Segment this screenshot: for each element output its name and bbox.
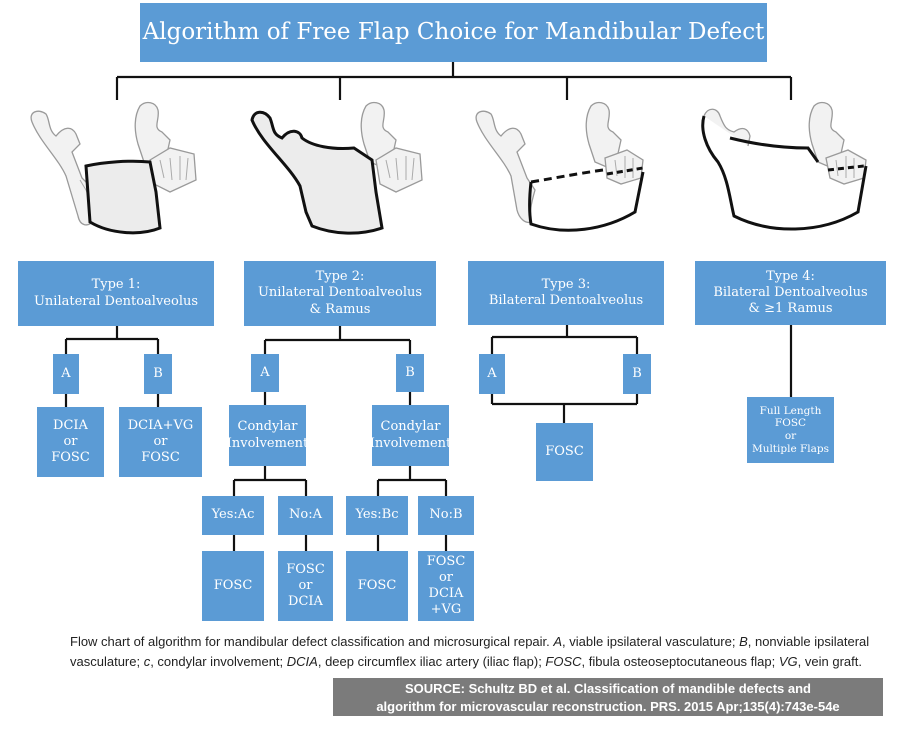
source-citation: SOURCE: Schultz BD et al. Classification… (333, 678, 883, 716)
type1-b-box: B (144, 354, 172, 394)
type2-b-condylar-box: Condylar Involvement (370, 405, 451, 466)
type2-a-yes-box: Yes:Ac (202, 496, 264, 535)
type4-box: Type 4: Bilateral Dentoalveolus & ≥1 Ram… (695, 261, 886, 325)
diagram-title: Algorithm of Free Flap Choice for Mandib… (140, 3, 767, 62)
type3-result: FOSC (536, 423, 593, 481)
type4-result: Full Length FOSC or Multiple Flaps (747, 397, 834, 463)
mandible-illustration-type3 (475, 101, 645, 232)
mandible-illustration-type4 (701, 101, 868, 231)
type3-a-box: A (479, 354, 505, 394)
figure-caption: Flow chart of algorithm for mandibular d… (70, 634, 870, 669)
type2-b-yes-box: Yes:Bc (346, 496, 408, 535)
type2-b-no-result: FOSC or DCIA +VG (418, 551, 474, 621)
type2-a-box: A (251, 354, 279, 392)
type2-b-yes-result: FOSC (346, 551, 408, 621)
type2-box: Type 2: Unilateral Dentoalveolus & Ramus (244, 261, 436, 326)
type2-b-no-box: No:B (418, 496, 474, 535)
type1-a-box: A (53, 354, 79, 394)
type2-a-no-result: FOSC or DCIA (278, 551, 333, 621)
type2-b-box: B (396, 354, 424, 392)
type1-box: Type 1: Unilateral Dentoalveolus (18, 261, 214, 326)
type1-b-result: DCIA+VG or FOSC (119, 407, 202, 477)
type2-a-yes-result: FOSC (202, 551, 264, 621)
type2-a-no-box: No:A (278, 496, 333, 535)
type2-a-condylar-box: Condylar Involvement (227, 405, 308, 466)
type3-b-box: B (623, 354, 651, 394)
type1-a-result: DCIA or FOSC (37, 407, 104, 477)
mandible-illustration-type2 (250, 101, 423, 235)
type3-box: Type 3: Bilateral Dentoalveolus (468, 261, 664, 325)
mandible-illustration-type1 (30, 101, 197, 235)
